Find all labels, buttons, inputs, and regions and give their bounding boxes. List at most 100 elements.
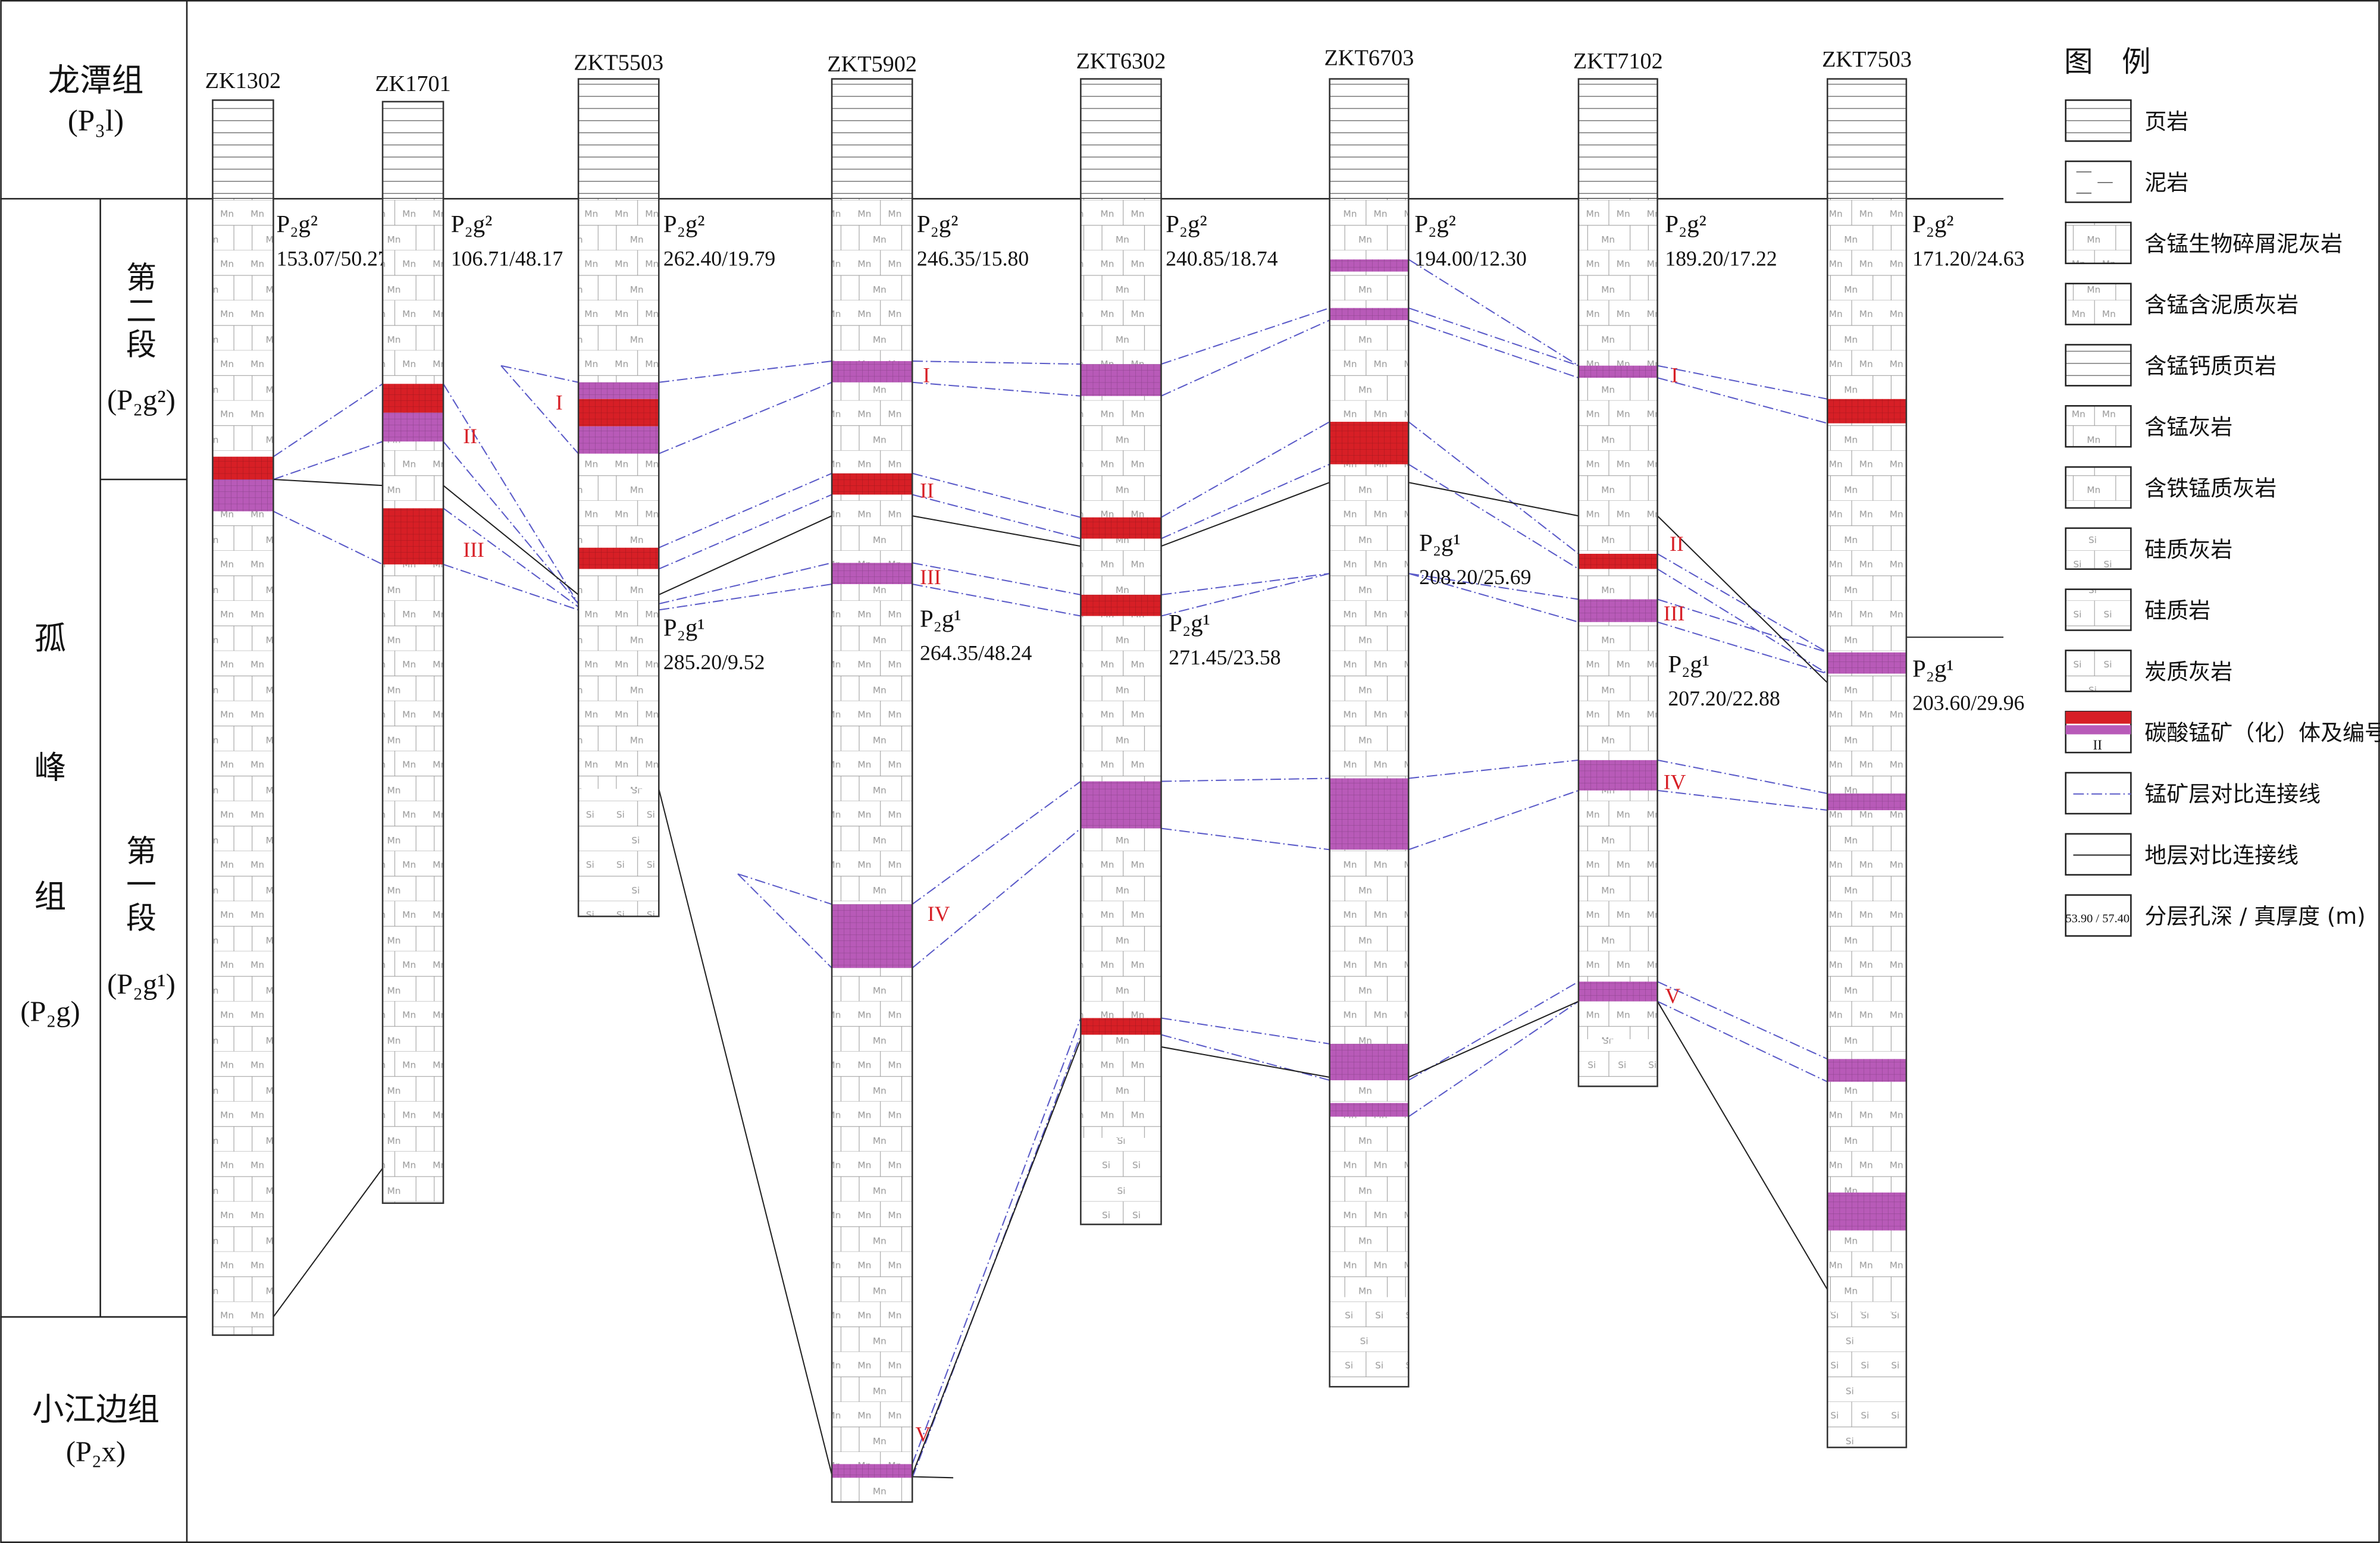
- legend-item-siliceous-limestone: 硅质灰岩: [2065, 527, 2232, 570]
- ore-correlation-line: [1161, 319, 1330, 397]
- borehole-zkt7102: ZKT7102P₂g²189.20/17.22P₂g¹207.20/22.88I…: [1573, 49, 1780, 1087]
- mn-limestone-layer: [1329, 199, 1409, 1297]
- siliceous-rock-icon: [2065, 588, 2132, 631]
- carbonaceous-limestone-icon: [2065, 650, 2132, 692]
- upper-depth-thickness: 240.85/18.74: [1166, 246, 1278, 270]
- ore-correlation-line: [737, 873, 832, 905]
- ore-correlation-line: [1161, 307, 1330, 365]
- legend-item-mn-argillaceous-limestone: 含锰含泥质灰岩: [2065, 283, 2298, 325]
- borehole-outline: [381, 101, 444, 1204]
- ore-body-grid: [1081, 594, 1161, 616]
- legend-label: 含锰生物碎屑泥灰岩: [2144, 231, 2343, 256]
- legend-label: 含铁锰质灰岩: [2144, 476, 2276, 501]
- borehole-zkt5902: ZKT5902P₂g²246.35/15.80P₂g¹264.35/48.24I…: [827, 52, 1032, 1503]
- ore-correlation-line: [1408, 573, 1579, 600]
- ore-correlation-line: [1161, 1034, 1330, 1081]
- upper-member-label: P₂g²: [451, 211, 493, 237]
- borehole-name: ZK1701: [375, 71, 450, 96]
- mn-limestone-icon: [2065, 405, 2132, 448]
- ore-correlation-line: [443, 507, 579, 608]
- formation-gufeng-code: (P₂g): [20, 996, 80, 1028]
- ore-body-grid: [832, 563, 913, 584]
- upper-depth-thickness: 171.20/24.63: [1912, 246, 2024, 270]
- upper-depth-thickness: 189.20/17.22: [1665, 246, 1777, 270]
- upper-depth-thickness: 194.00/12.30: [1414, 246, 1526, 270]
- ore-body-grid: [1329, 1103, 1409, 1117]
- depth-thickness-sample: 53.90 / 57.40: [2065, 912, 2130, 926]
- upper-member-label: P₂g²: [1665, 211, 1706, 237]
- ore-correlation-line: [912, 780, 1081, 905]
- shale-layer: [1329, 79, 1409, 199]
- ore-correlation-line: [1408, 981, 1579, 1081]
- stratum-correlation-line: [912, 515, 1081, 547]
- lower-depth-thickness: 203.60/29.96: [1912, 691, 2024, 715]
- formation-gufeng-char: 组: [35, 877, 67, 915]
- stratum-correlation-line: [273, 1168, 383, 1318]
- ore-correlation-line: [1408, 759, 1579, 779]
- stratum-correlation-line: [443, 485, 579, 595]
- legend-item-shale: 页岩: [2065, 99, 2188, 142]
- ore-body-grid: [832, 473, 913, 495]
- siliceous-layer: [1329, 1297, 1409, 1387]
- ore-body-grid: [832, 361, 913, 382]
- ore-correlation-line: [443, 563, 579, 611]
- ore-body-grid: [1081, 517, 1161, 539]
- ore-body-grid: [832, 1464, 913, 1478]
- siliceous-layer: [578, 789, 659, 917]
- ore-correlation-line: [1657, 981, 1828, 1060]
- legend-item-mn-calcareous-shale: 含锰钙质页岩: [2065, 344, 2276, 387]
- upper-depth-thickness: 246.35/15.80: [917, 246, 1029, 270]
- ore-correlation-line: [1161, 827, 1330, 851]
- ore-correlation-line: [659, 360, 832, 383]
- ore-correlation-line: [1161, 573, 1330, 595]
- legend-item-stratum-correlation-line: 地层对比连接线: [2065, 833, 2298, 876]
- ore-number: III: [463, 538, 484, 562]
- upper-member-label: P₂g²: [1912, 211, 1954, 237]
- ore-correlation-line: [1408, 463, 1579, 570]
- ore-correlation-line: [658, 381, 832, 454]
- ore-number-sample: II: [2093, 738, 2102, 752]
- ore-number: IV: [928, 902, 950, 926]
- ore-body-grid: [212, 479, 274, 512]
- stratum-correlation-line: [273, 478, 383, 487]
- member2-char: 第: [126, 261, 156, 296]
- ore-body-grid: [1827, 793, 1906, 811]
- stratum-correlation-line: [1656, 515, 1828, 683]
- legend-label: 碳酸锰矿（化）体及编号: [2144, 720, 2380, 746]
- legend-label: 锰矿层对比连接线: [2144, 782, 2320, 807]
- lower-member-label: P₂g¹: [1912, 656, 1954, 682]
- ore-correlation-line: [1408, 319, 1579, 379]
- ore-body-grid: [1827, 652, 1906, 674]
- legend-item-ore-correlation-line: 锰矿层对比连接线: [2065, 772, 2320, 815]
- formation-gufeng-char: 峰: [35, 748, 67, 786]
- ore-body-grid: [1081, 1018, 1161, 1035]
- member1-char: 一: [126, 868, 156, 903]
- mn-limestone-layer: [1081, 199, 1161, 1138]
- borehole-name: ZKT7503: [1822, 47, 1912, 72]
- siliceous-layer: [1827, 1312, 1906, 1448]
- formation-longtan: 龙潭组: [48, 61, 144, 99]
- ore-number: I: [923, 363, 930, 387]
- ore-number: V: [915, 1422, 931, 1446]
- legend-label: 分层孔深 / 真厚度 (m): [2144, 904, 2365, 929]
- ore-body-grid: [383, 412, 444, 442]
- legend-label: 炭质灰岩: [2144, 659, 2232, 685]
- upper-depth-thickness: 153.07/50.27: [277, 246, 389, 270]
- ore-body-grid: [832, 904, 913, 968]
- upper-member-label: P₂g²: [1414, 211, 1456, 237]
- ore-correlation-line: [1408, 1001, 1579, 1118]
- ore-correlation-line: [500, 365, 579, 383]
- ore-body-grid: [578, 382, 659, 399]
- formation-longtan-code: (P₃l): [68, 104, 124, 137]
- lower-depth-thickness: 285.20/9.52: [663, 650, 765, 674]
- legend-label: 地层对比连接线: [2144, 842, 2298, 868]
- ore-correlation-line: [1657, 365, 1828, 400]
- borehole-outline: [1826, 78, 1908, 1448]
- ore-correlation-line: [1657, 1001, 1828, 1083]
- siliceous-layer: [1081, 1137, 1161, 1225]
- ore-body-grid: [1827, 399, 1906, 424]
